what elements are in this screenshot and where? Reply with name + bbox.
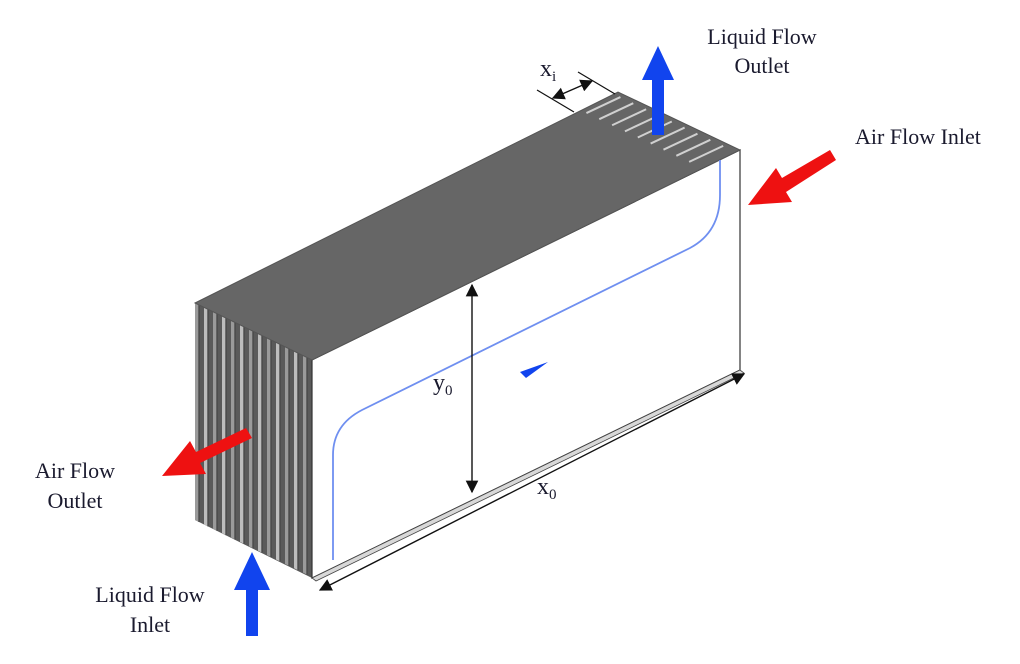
- top-face: [193, 91, 742, 361]
- liquid-inlet-arrow: [234, 552, 270, 636]
- liquid-outlet-label-line1: Liquid Flow: [707, 24, 817, 49]
- xi-subscript: i: [552, 69, 556, 85]
- top-slot: [611, 108, 647, 127]
- air-outlet-label-line2: Outlet: [48, 488, 103, 513]
- y0-base: y: [433, 370, 445, 396]
- fin-stripe: [267, 338, 272, 558]
- top-slot: [663, 132, 698, 151]
- air-inlet-arrow: [748, 150, 836, 205]
- fin-stripe: [294, 351, 299, 571]
- liquid-outlet-arrow: [642, 46, 674, 135]
- xi-base: x: [540, 56, 552, 82]
- top-slot: [650, 126, 686, 145]
- fin-stripe: [276, 342, 281, 562]
- fin-stripe: [213, 311, 218, 531]
- top-slot: [675, 138, 711, 157]
- fin-stripe: [231, 320, 236, 540]
- air-outlet-label-line1: Air Flow: [35, 458, 115, 483]
- x0-dimension-line: [318, 373, 746, 591]
- top-slot: [688, 144, 724, 163]
- xi-dimension-line: [551, 79, 594, 100]
- fin-stripe: [204, 307, 209, 527]
- liquid-inlet-label-line1: Liquid Flow: [95, 582, 205, 607]
- xi-extension-line-1: [536, 89, 575, 113]
- fin-stripe: [285, 346, 290, 566]
- x0-subscript: 0: [549, 487, 557, 503]
- top-slot: [598, 102, 634, 121]
- xi-extension-line-2: [577, 71, 616, 95]
- x0-base: x: [537, 474, 549, 500]
- x0-label: x0: [537, 474, 557, 503]
- air-inlet-label: Air Flow Inlet: [855, 124, 981, 149]
- fin-face: [195, 303, 312, 578]
- fin-stripe: [222, 316, 227, 536]
- fin-stripe: [258, 333, 263, 553]
- fin-stripe: [249, 329, 254, 549]
- y0-subscript: 0: [445, 383, 453, 399]
- air-outlet-arrow: [162, 428, 252, 476]
- liquid-outlet-label-line2: Outlet: [735, 53, 790, 78]
- y0-label: y0: [433, 370, 453, 399]
- liquid-inlet-label-line2: Inlet: [130, 612, 170, 637]
- fin-stripe: [303, 355, 308, 575]
- xi-label: xi: [540, 56, 556, 85]
- top-slot: [585, 96, 621, 114]
